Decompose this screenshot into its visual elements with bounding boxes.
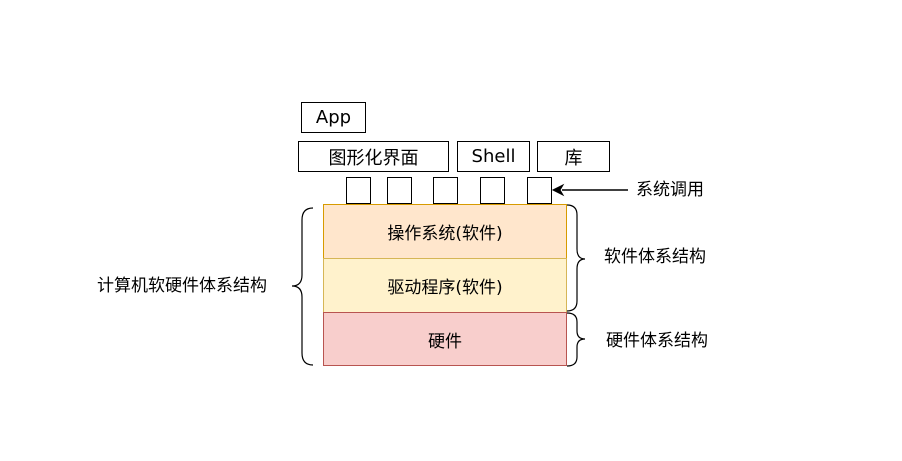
shell-label: Shell bbox=[471, 146, 516, 167]
os-layer-label: 操作系统(软件) bbox=[387, 224, 503, 244]
overall-arch-label: 计算机软硬件体系结构 bbox=[97, 276, 267, 296]
syscall-port bbox=[480, 177, 505, 204]
hardware-layer-label: 硬件 bbox=[428, 331, 462, 352]
lib-box: 库 bbox=[537, 141, 610, 172]
gui-box: 图形化界面 bbox=[298, 141, 449, 172]
software-brace bbox=[566, 204, 586, 312]
syscall-port bbox=[527, 177, 552, 204]
syscall-port bbox=[433, 177, 458, 204]
syscall-port bbox=[346, 177, 371, 204]
syscall-port bbox=[387, 177, 412, 204]
app-label: App bbox=[315, 107, 352, 128]
hardware-brace bbox=[566, 312, 586, 367]
overall-brace bbox=[291, 207, 314, 366]
syscall-arrowhead bbox=[551, 183, 565, 197]
app-box: App bbox=[301, 102, 366, 133]
software-arch-label: 软件体系结构 bbox=[604, 247, 706, 267]
shell-box: Shell bbox=[457, 141, 530, 172]
driver-layer-label: 驱动程序(软件) bbox=[387, 278, 503, 298]
lib-label: 库 bbox=[564, 147, 583, 169]
syscall-label: 系统调用 bbox=[636, 180, 704, 200]
hardware-layer: 硬件 bbox=[323, 312, 567, 366]
driver-layer: 驱动程序(软件) bbox=[323, 258, 567, 313]
hardware-arch-label: 硬件体系结构 bbox=[606, 331, 708, 351]
gui-label: 图形化界面 bbox=[328, 147, 419, 169]
